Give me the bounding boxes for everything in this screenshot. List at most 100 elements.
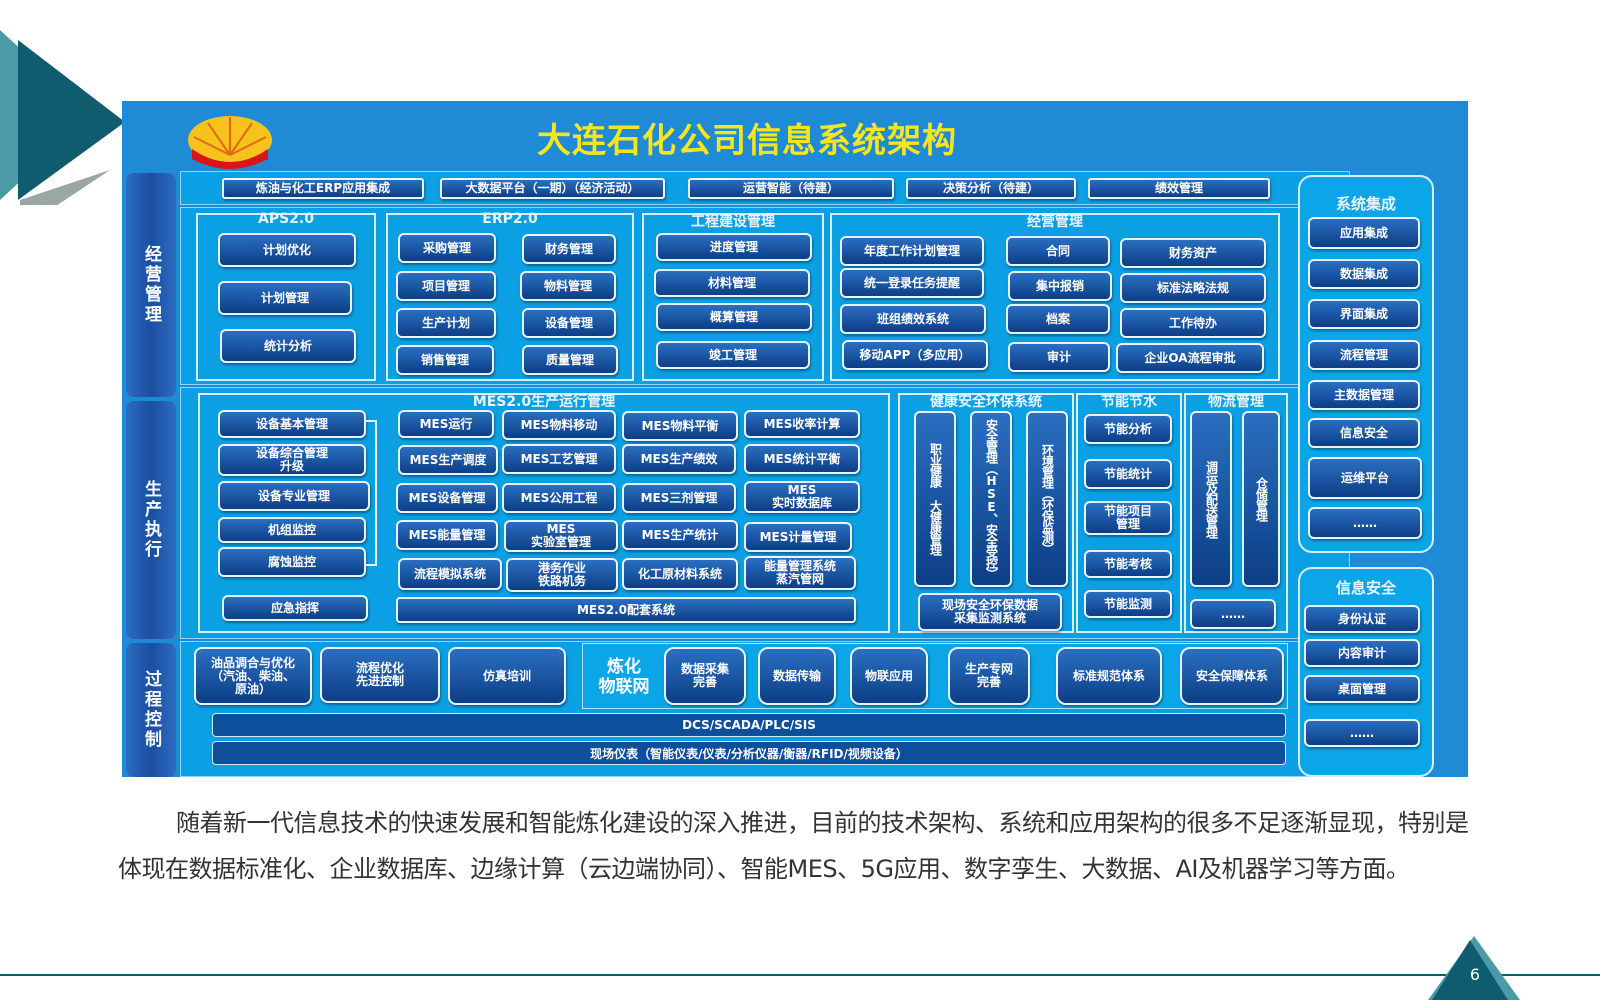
hse-item[interactable]: 环境管理（环保监测）: [1026, 411, 1068, 587]
mes-item[interactable]: MES设备管理: [396, 483, 498, 513]
side-label-business: 经营管理: [126, 173, 176, 397]
mes-item[interactable]: MES生产调度: [398, 445, 498, 475]
operations-item[interactable]: 财务资产: [1120, 238, 1266, 268]
big-data-platform-button[interactable]: 大数据平台（一期）（经济活动）: [440, 178, 665, 199]
mes-item[interactable]: 化工原材料系统: [622, 558, 738, 590]
architecture-diagram: 大连石化公司信息系统架构 经营管理 生产执行 过程控制 炼油与化工ERP应用集成…: [122, 101, 1468, 777]
security-item[interactable]: ……: [1304, 719, 1420, 747]
mes-item[interactable]: MES三剂管理: [622, 483, 736, 513]
iot-item[interactable]: 物联应用: [850, 647, 928, 705]
engineering-item[interactable]: 进度管理: [656, 233, 812, 261]
energy-item[interactable]: 节能统计: [1084, 459, 1172, 489]
operations-item[interactable]: 审计: [1008, 342, 1110, 372]
engineering-section: [642, 213, 824, 381]
iot-item[interactable]: 数据采集 完善: [664, 647, 746, 705]
iot-item[interactable]: 标准规范体系: [1056, 647, 1162, 705]
mes-item[interactable]: MES公用工程: [502, 483, 616, 513]
operations-item[interactable]: 班组绩效系统: [840, 304, 986, 334]
erp-integration-button[interactable]: 炼油与化工ERP应用集成: [222, 178, 424, 199]
integration-item[interactable]: 信息安全: [1308, 418, 1420, 448]
integration-item[interactable]: 流程管理: [1308, 340, 1420, 370]
process-item[interactable]: 油品调合与优化 （汽油、柴油、 原油）: [194, 647, 312, 705]
mes-item[interactable]: 能量管理系统 蒸汽管网: [744, 556, 856, 590]
security-item[interactable]: 身份认证: [1304, 605, 1420, 633]
mes-item[interactable]: MES运行: [398, 410, 494, 438]
mes-item[interactable]: MES生产统计: [622, 520, 738, 550]
mes-item[interactable]: MES物料平衡: [622, 411, 738, 441]
hse-item[interactable]: 职业健康 大健康管理: [914, 411, 956, 587]
energy-item[interactable]: 节能项目 管理: [1084, 501, 1172, 535]
integration-item[interactable]: 应用集成: [1308, 217, 1420, 249]
mes-item[interactable]: MES 实时数据库: [744, 481, 860, 513]
security-item[interactable]: 内容审计: [1304, 639, 1420, 667]
iot-item[interactable]: 生产专网 完善: [948, 647, 1030, 705]
process-item[interactable]: 仿真培训: [448, 647, 566, 705]
mes-item[interactable]: MES收率计算: [744, 410, 860, 438]
mes-support-system[interactable]: MES2.0配套系统: [396, 597, 856, 623]
operations-item[interactable]: 移动APP（多应用）: [842, 340, 988, 370]
mes-item[interactable]: MES物料移动: [502, 410, 616, 440]
energy-item[interactable]: 节能考核: [1084, 550, 1172, 578]
aps-item[interactable]: 统计分析: [220, 329, 356, 363]
logistics-item[interactable]: 仓储管理: [1242, 411, 1280, 587]
mes-item[interactable]: MES生产绩效: [622, 444, 736, 474]
hse-item[interactable]: 安全管理（HSE、安全受控）: [970, 411, 1012, 587]
performance-management-button[interactable]: 绩效管理: [1088, 178, 1270, 199]
process-item[interactable]: 流程优化 先进控制: [320, 647, 440, 703]
mes-item[interactable]: MES能量管理: [396, 520, 498, 550]
operations-item[interactable]: 统一登录任务提醒: [840, 268, 984, 298]
mes-equipment-item[interactable]: 设备基本管理: [218, 410, 366, 438]
logistics-more[interactable]: ……: [1190, 599, 1276, 629]
decision-analysis-button[interactable]: 决策分析（待建）: [906, 178, 1076, 199]
mes-item[interactable]: 流程模拟系统: [398, 558, 502, 590]
mes-equipment-item[interactable]: 设备综合管理 升级: [218, 444, 366, 476]
hse-data-system[interactable]: 现场安全环保数据 采集监测系统: [918, 593, 1062, 631]
mes-item[interactable]: 港务作业 铁路机务: [506, 558, 618, 592]
mes-item[interactable]: MES统计平衡: [744, 444, 860, 474]
erp-item[interactable]: 采购管理: [398, 233, 496, 263]
erp-item[interactable]: 物料管理: [520, 271, 616, 301]
logistics-item[interactable]: 调运及配送管理: [1190, 411, 1232, 587]
mes-item[interactable]: MES工艺管理: [502, 444, 616, 474]
erp-item[interactable]: 生产计划: [396, 308, 496, 338]
mes-equipment-item[interactable]: 腐蚀监控: [218, 547, 366, 577]
erp-item[interactable]: 设备管理: [522, 308, 616, 338]
integration-item[interactable]: ……: [1308, 507, 1422, 539]
integration-item[interactable]: 数据集成: [1308, 259, 1420, 289]
mes-item[interactable]: MES计量管理: [744, 522, 852, 552]
operations-intelligence-button[interactable]: 运营智能（待建）: [688, 178, 894, 199]
erp-item[interactable]: 财务管理: [522, 234, 616, 264]
security-item[interactable]: 桌面管理: [1304, 675, 1420, 703]
energy-section: [1076, 393, 1182, 633]
integration-item[interactable]: 运维平台: [1308, 457, 1422, 499]
iot-item[interactable]: 数据传输: [758, 647, 836, 705]
mes-equipment-item[interactable]: 应急指挥: [222, 595, 368, 621]
mes-equipment-item[interactable]: 设备专业管理: [218, 481, 370, 511]
field-instruments-bar[interactable]: 现场仪表（智能仪表/仪表/分析仪器/衡器/RFID/视频设备）: [212, 741, 1286, 765]
operations-item[interactable]: 档案: [1006, 304, 1110, 334]
engineering-item[interactable]: 概算管理: [656, 303, 812, 331]
operations-item[interactable]: 年度工作计划管理: [840, 236, 984, 266]
operations-item[interactable]: 企业OA流程审批: [1116, 343, 1264, 373]
mes-item[interactable]: MES 实验室管理: [504, 520, 618, 552]
engineering-item[interactable]: 材料管理: [654, 269, 810, 297]
aps-item[interactable]: 计划管理: [218, 281, 352, 315]
erp-item[interactable]: 销售管理: [396, 345, 494, 375]
energy-item[interactable]: 节能分析: [1084, 414, 1172, 444]
energy-item[interactable]: 节能监测: [1084, 590, 1172, 618]
engineering-item[interactable]: 竣工管理: [656, 341, 810, 369]
mes-equipment-item[interactable]: 机组监控: [218, 517, 366, 543]
side-label-process: 过程控制: [126, 643, 176, 777]
aps-item[interactable]: 计划优化: [218, 233, 356, 267]
erp-item[interactable]: 项目管理: [396, 271, 496, 301]
iot-item[interactable]: 安全保障体系: [1180, 647, 1284, 705]
dcs-bar[interactable]: DCS/SCADA/PLC/SIS: [212, 713, 1286, 737]
operations-item[interactable]: 集中报销: [1008, 271, 1112, 301]
side-label-production: 生产执行: [126, 401, 176, 639]
integration-item[interactable]: 界面集成: [1308, 299, 1420, 329]
integration-item[interactable]: 主数据管理: [1308, 380, 1420, 410]
operations-item[interactable]: 合同: [1006, 236, 1110, 266]
erp-item[interactable]: 质量管理: [522, 345, 618, 375]
operations-item[interactable]: 工作待办: [1120, 308, 1266, 338]
operations-item[interactable]: 标准法略法规: [1120, 273, 1266, 303]
